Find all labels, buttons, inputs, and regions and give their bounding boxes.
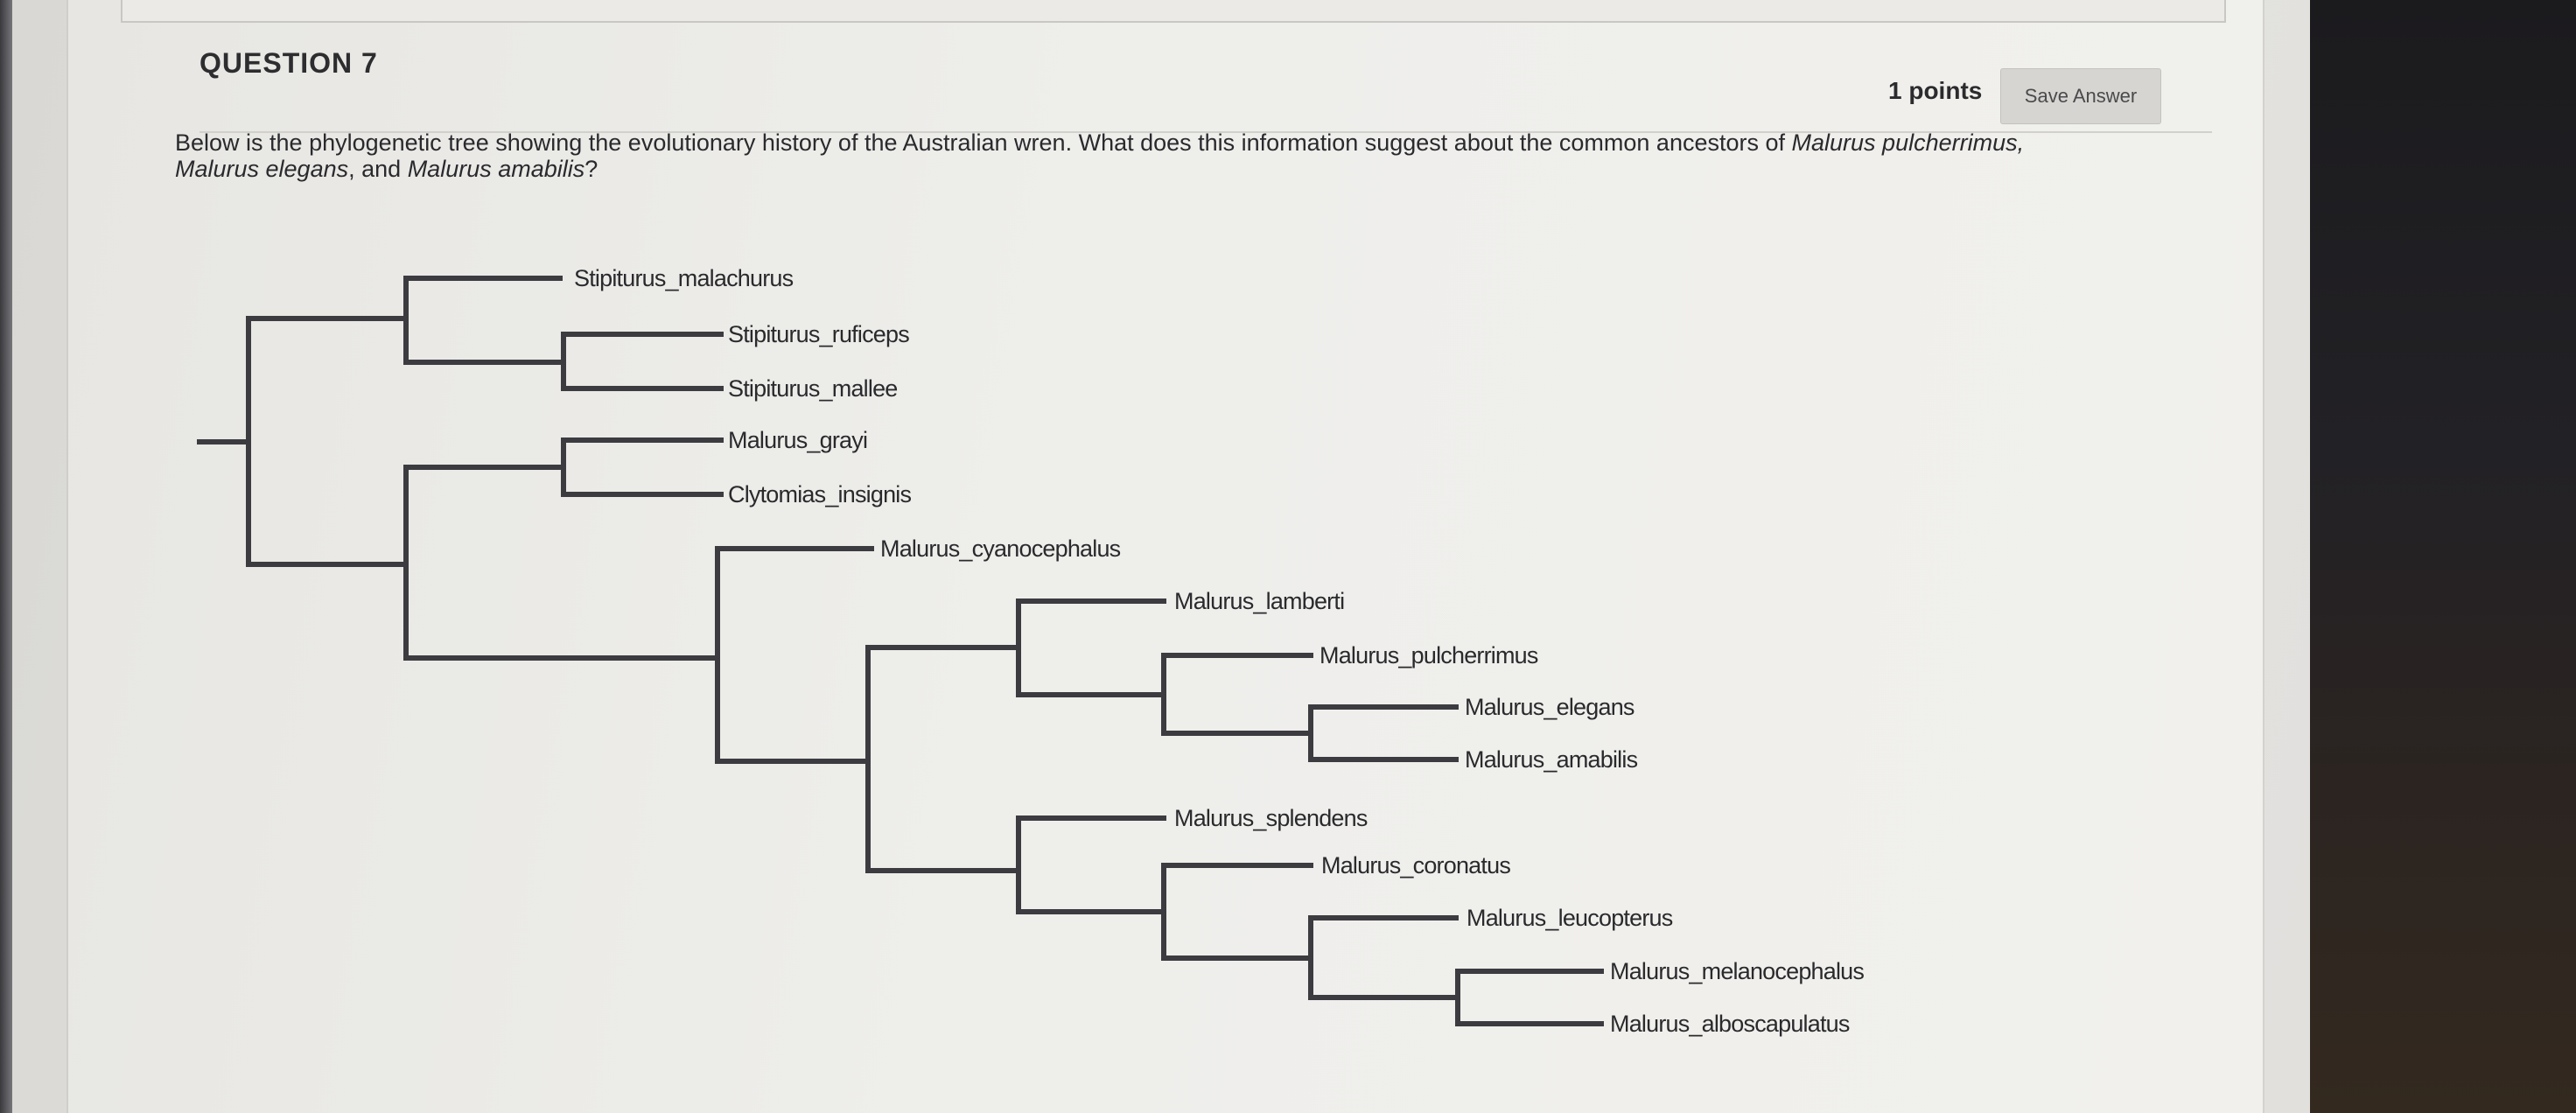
leaf-label-stipiturus-malachurus: Stipiturus_malachurus <box>574 265 794 291</box>
leaf-label-malurus-leucopterus: Malurus_leucopterus <box>1466 905 1673 931</box>
question-text-part1: Below is the phylogenetic tree showing t… <box>175 130 1792 156</box>
screen-edge-left <box>0 0 12 1113</box>
question-text-end: ? <box>584 156 598 182</box>
previous-question-edge <box>121 0 2226 23</box>
leaf-label-malurus-melanocephalus: Malurus_melanocephalus <box>1610 958 1864 984</box>
leaf-label-malurus-coronatus: Malurus_coronatus <box>1321 852 1510 878</box>
species-c: Malurus amabilis <box>407 156 585 182</box>
question-header-divider <box>200 131 2212 133</box>
tree-branches <box>197 276 1604 1026</box>
save-answer-button[interactable]: Save Answer <box>2000 68 2161 124</box>
species-b: Malurus elegans <box>175 156 349 182</box>
leaf-label-malurus-cyanocephalus: Malurus_cyanocephalus <box>880 536 1121 562</box>
leaf-label-malurus-splendens: Malurus_splendens <box>1174 805 1368 831</box>
leaf-label-clytomias-insignis: Clytomias_insignis <box>728 481 911 508</box>
monitor-bezel-right <box>2310 0 2576 1113</box>
leaf-label-malurus-pulcherrimus: Malurus_pulcherrimus <box>1320 642 1538 668</box>
leaf-label-malurus-amabilis: Malurus_amabilis <box>1465 746 1638 773</box>
leaf-label-malurus-lamberti: Malurus_lamberti <box>1174 588 1344 614</box>
leaf-label-malurus-grayi: Malurus_grayi <box>728 427 867 453</box>
tree-leaf-labels: Stipiturus_malachurusStipiturus_ruficeps… <box>574 265 1865 1037</box>
leaf-label-malurus-elegans: Malurus_elegans <box>1465 694 1634 720</box>
question-title: QUESTION 7 <box>200 47 378 79</box>
points-label: 1 points <box>1888 77 1983 104</box>
leaf-label-stipiturus-mallee: Stipiturus_mallee <box>728 375 898 402</box>
leaf-label-malurus-alboscapulatus: Malurus_alboscapulatus <box>1610 1011 1850 1037</box>
question-text: Below is the phylogenetic tree showing t… <box>175 130 2188 182</box>
question-text-and: , and <box>348 156 408 182</box>
leaf-label-stipiturus-ruficeps: Stipiturus_ruficeps <box>728 321 909 347</box>
species-a: Malurus pulcherrimus, <box>1791 130 2025 156</box>
